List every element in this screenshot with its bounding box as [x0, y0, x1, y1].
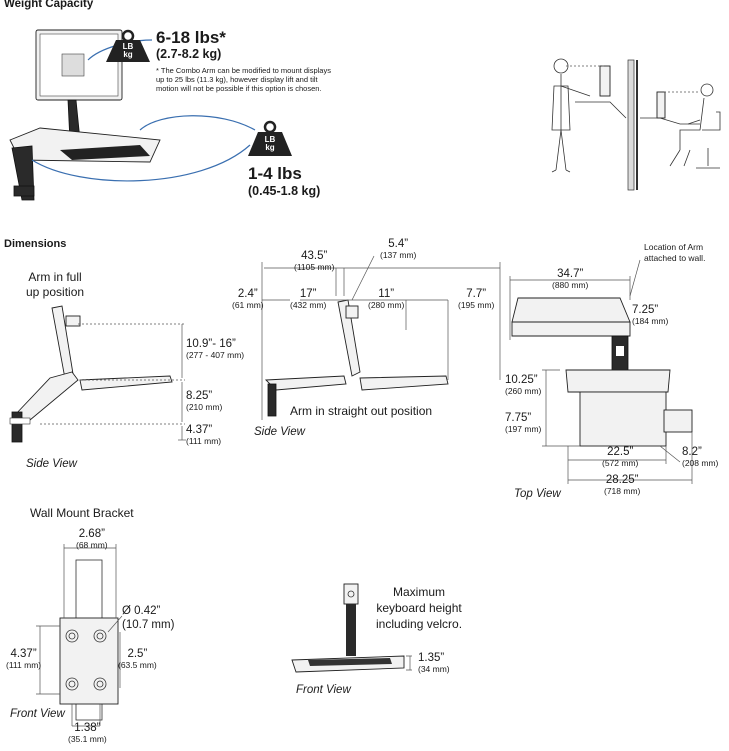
top-dim-total: 28.25” (718 mm) — [604, 474, 641, 496]
bracket-dim-height: 4.37” (111 mm) — [6, 648, 42, 670]
side-view-full-up-drawing — [9, 305, 186, 443]
bracket-dim-hole-spacing: 1.38” (35.1 mm) — [68, 722, 107, 744]
weight-note: * The Combo Arm can be modified to mount… — [156, 66, 331, 93]
bracket-dim-spacing: 2.5” (63.5 mm) — [118, 648, 157, 670]
keyboard-dim-height: 1.35” (34 mm) — [418, 652, 450, 674]
product-illustration — [9, 29, 256, 201]
top-location-note: Location of Arm attached to wall. — [644, 242, 706, 263]
keyboard-view-label: Front View — [296, 684, 351, 696]
side2-dim-end: 7.7” (195 mm) — [458, 288, 495, 310]
side1-dim-base: 4.37” (111 mm) — [186, 424, 222, 446]
side2-caption: Arm in straight out position — [290, 404, 433, 418]
side-view-straight-out-drawing — [261, 255, 501, 420]
display-weight-kg: (2.7-8.2 kg) — [156, 47, 222, 61]
top-view-label: Top View — [514, 488, 561, 500]
keyboard-caption: Maximum keyboard height including velcro… — [376, 585, 463, 631]
side2-dim-arm: 17” (432 mm) — [290, 288, 327, 310]
weight-badge-display-icon — [106, 29, 150, 62]
top-dim-mouse: 8.2” (208 mm) — [682, 446, 719, 468]
keyboard-weight-kg: (0.45-1.8 kg) — [248, 184, 321, 198]
side2-dim-total: 43.5” (1105 mm) — [294, 250, 335, 272]
side1-title: Arm in full up position — [26, 270, 85, 299]
side2-dim-wall: 2.4” (61 mm) — [232, 288, 264, 310]
bracket-title: Wall Mount Bracket — [30, 506, 134, 520]
top-dim-depth1: 10.25” (260 mm) — [505, 374, 542, 396]
top-view-drawing — [509, 259, 693, 484]
side1-dim-height: 10.9”- 16” (277 - 407 mm) — [186, 338, 245, 360]
top-dim-keyboard: 22.5” (572 mm) — [602, 446, 639, 468]
display-weight-lbs: 6-18 lbs* — [156, 28, 226, 47]
side1-dim-arm: 8.25” (210 mm) — [186, 390, 223, 412]
bracket-dim-hole: Ø 0.42” (10.7 mm) — [122, 605, 175, 631]
keyboard-weight-lbs: 1-4 lbs — [248, 164, 302, 183]
wall-bracket-drawing — [36, 544, 123, 727]
top-dim-depth2: 7.75” (197 mm) — [505, 412, 542, 434]
top-dim-offset: 7.25” (184 mm) — [632, 304, 669, 326]
bracket-dim-width: 2.68” (68 mm) — [76, 528, 108, 550]
weight-capacity-heading: Weight Capacity — [4, 0, 94, 10]
top-dim-width: 34.7” (880 mm) — [552, 268, 589, 290]
keyboard-badge-text: LB kg — [264, 135, 276, 152]
side2-dim-post: 5.4” (137 mm) — [380, 238, 417, 260]
side2-dim-tray: 11” (280 mm) — [368, 288, 405, 310]
side2-view-label: Side View — [254, 426, 305, 438]
display-badge-text: LB kg — [122, 42, 134, 59]
weight-badge-keyboard-icon — [248, 120, 292, 156]
usage-illustration — [551, 58, 721, 191]
keyboard-front-drawing — [291, 583, 412, 673]
dimensions-heading: Dimensions — [4, 238, 67, 250]
bracket-view-label: Front View — [10, 708, 65, 720]
side1-view-label: Side View — [26, 458, 77, 470]
